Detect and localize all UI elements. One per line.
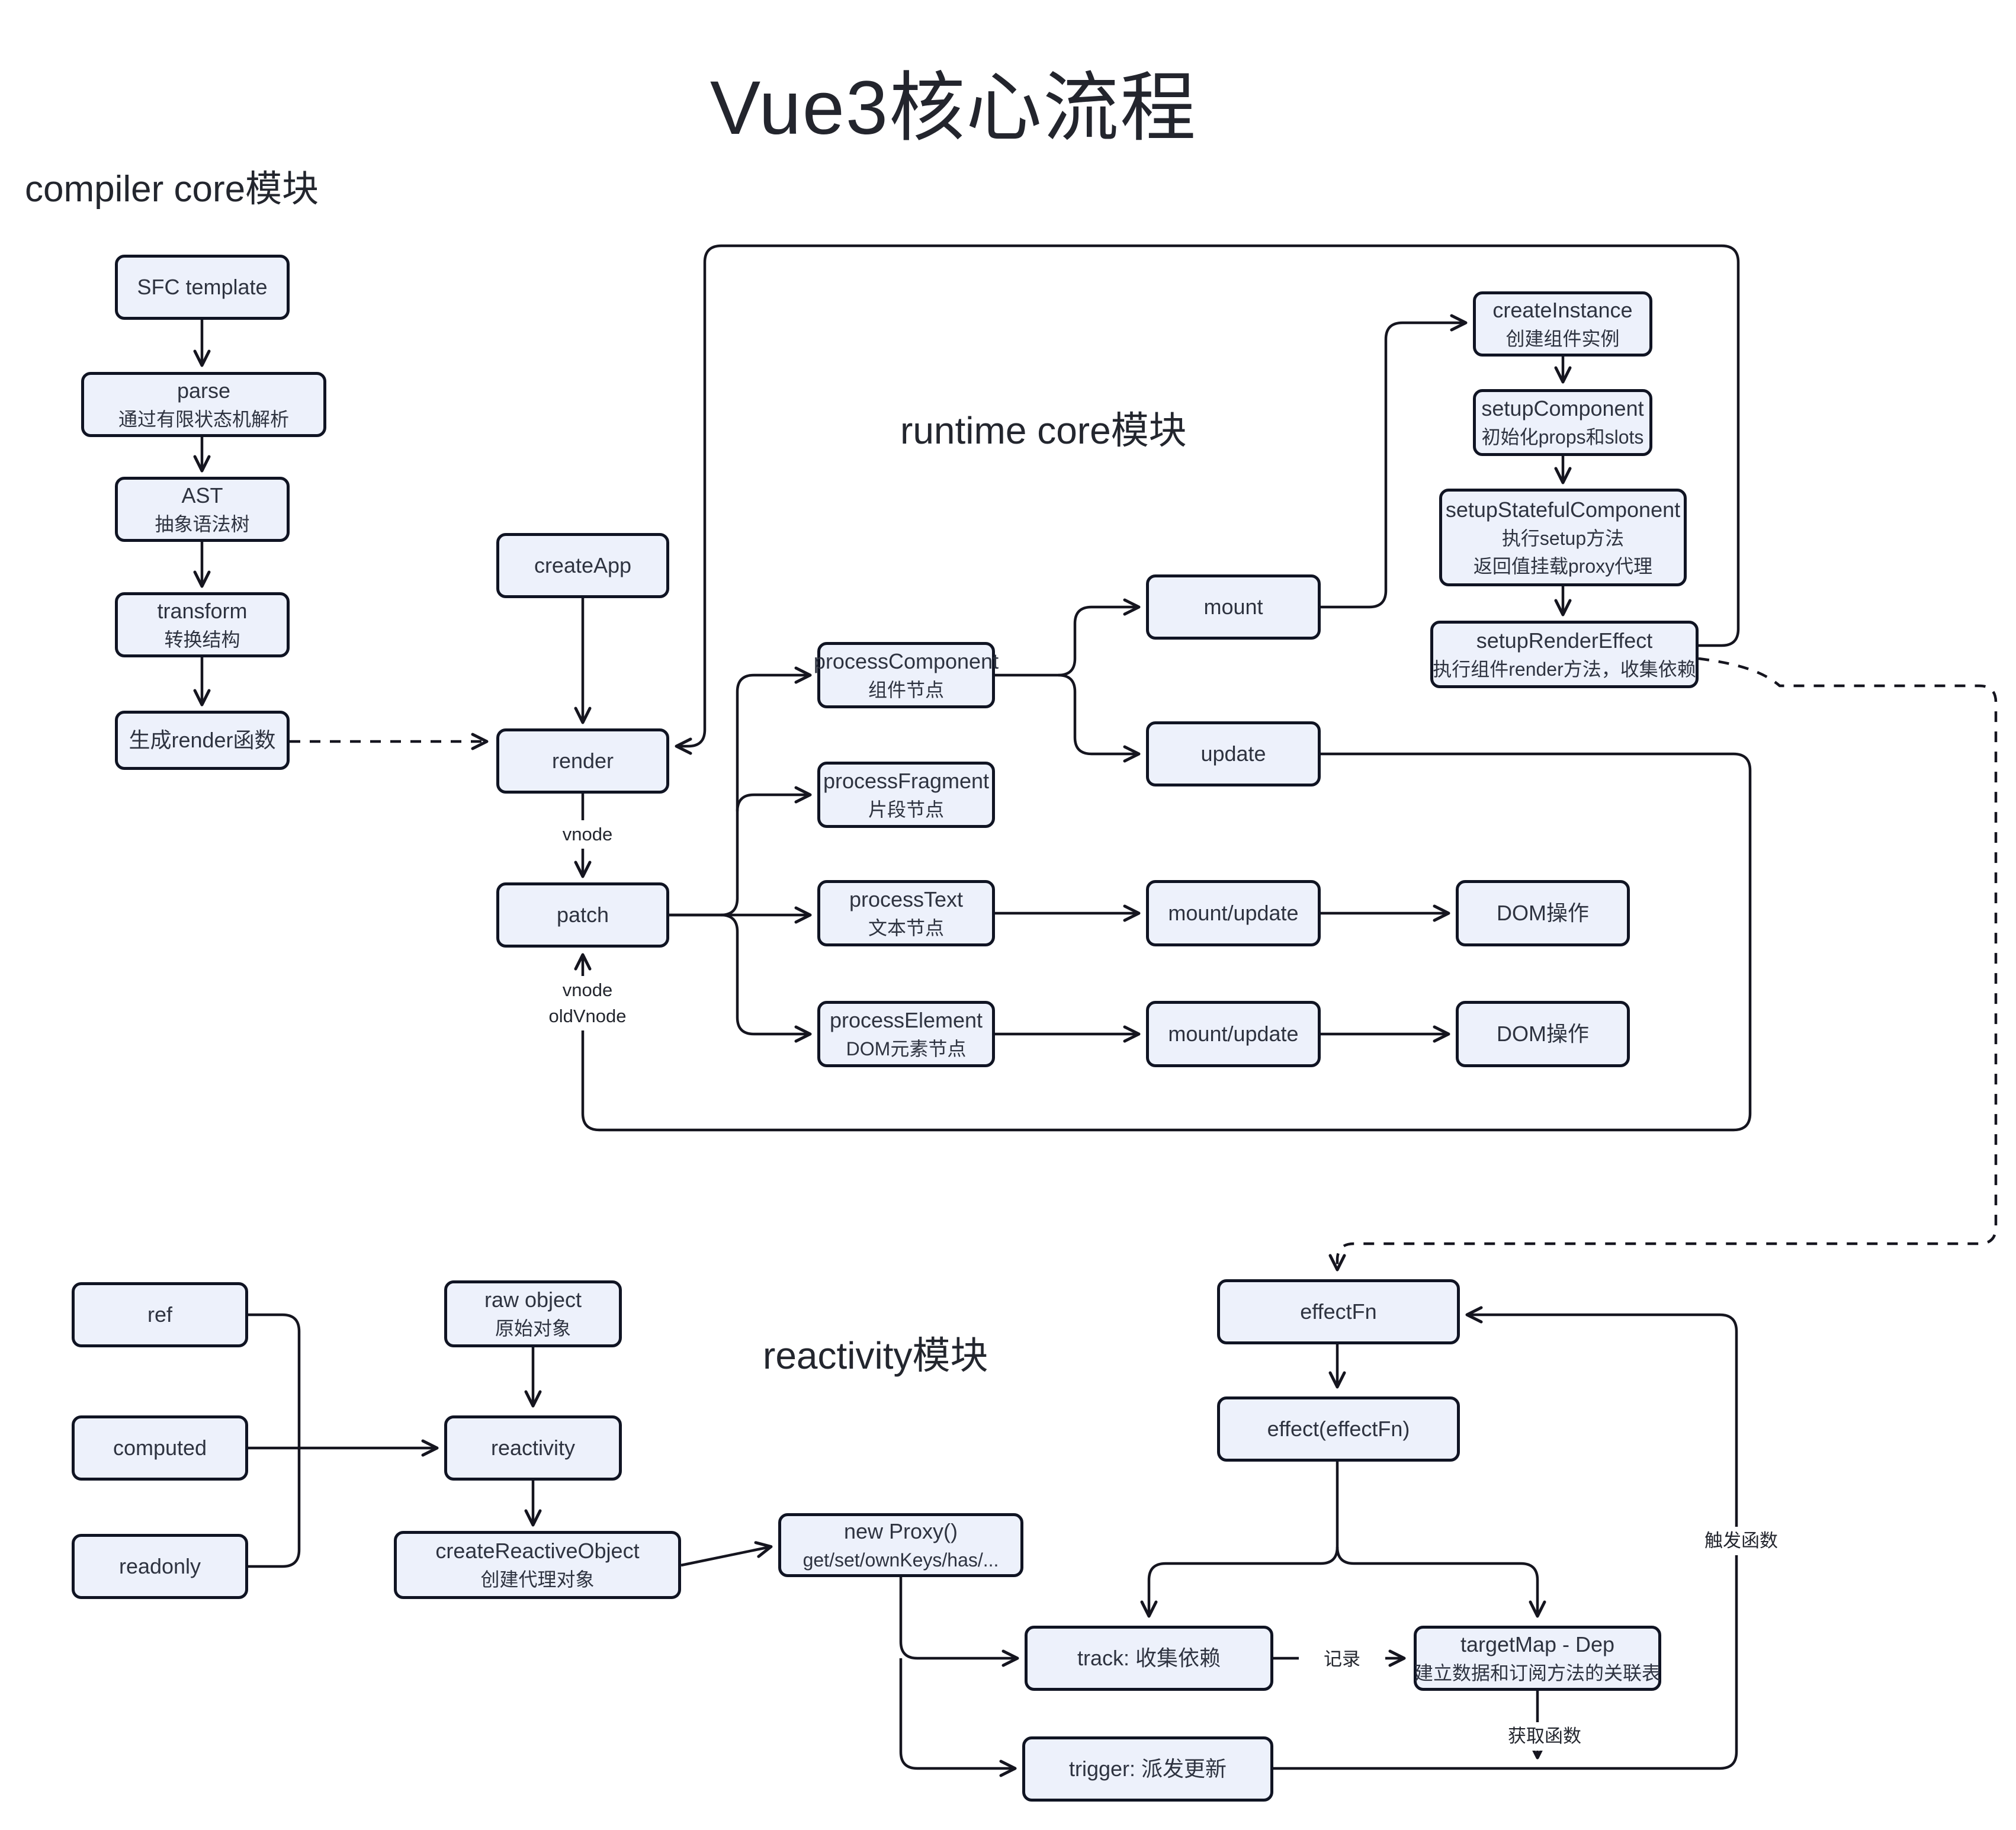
edge-label-vnode-old: oldVnode bbox=[548, 1006, 627, 1026]
dashed-edges bbox=[290, 657, 1998, 1272]
edge-effectcall-track bbox=[1140, 1462, 1339, 1618]
node-update: update bbox=[1146, 721, 1321, 786]
edge-createreactiveobject-newproxy bbox=[680, 1541, 773, 1567]
node-ast: AST 抽象语法树 bbox=[115, 477, 290, 542]
node-setup-render-effect: setupRenderEffect 执行组件render方法，收集依赖 bbox=[1430, 621, 1699, 688]
edge-label-trigger-fn: 触发函数 bbox=[1680, 1527, 1802, 1555]
edge-patch-processfragment bbox=[736, 786, 812, 812]
node-raw-object: raw object 原始对象 bbox=[444, 1280, 622, 1347]
node-ref: ref bbox=[72, 1282, 248, 1347]
node-trigger: trigger: 派发更新 bbox=[1022, 1736, 1273, 1802]
node-mount-update-element: mount/update bbox=[1146, 1001, 1321, 1067]
node-effect-fn: effectFn bbox=[1217, 1279, 1460, 1344]
node-effect-call: effect(effectFn) bbox=[1217, 1396, 1460, 1462]
section-label-reactivity: reactivity模块 bbox=[763, 1334, 988, 1377]
edge-label-vnode: vnode bbox=[535, 820, 640, 849]
node-target-map: targetMap - Dep 建立数据和订阅方法的关联表 bbox=[1414, 1626, 1661, 1691]
node-setup-component: setupComponent 初始化props和slots bbox=[1473, 389, 1652, 456]
node-reactivity: reactivity bbox=[444, 1415, 622, 1481]
node-readonly: readonly bbox=[72, 1534, 248, 1599]
edge-setuprendereffect-render-loop bbox=[675, 244, 1740, 755]
edge-update-patch-loop bbox=[574, 752, 1752, 1132]
edge-trigger-effectfn-loop bbox=[1273, 1306, 1738, 1770]
node-dom-op-element: DOM操作 bbox=[1456, 1001, 1630, 1067]
section-label-compiler-core: compiler core模块 bbox=[25, 169, 319, 210]
node-process-component: processComponent 组件节点 bbox=[814, 642, 999, 708]
node-gen-render: 生成render函数 bbox=[115, 711, 290, 770]
edge-label-vnode-oldvnode: vnode oldVnode bbox=[524, 976, 651, 1030]
edge-setuprendereffect-effectfn-dashed bbox=[1328, 657, 1998, 1272]
edge-newproxy-trigger bbox=[899, 1658, 1017, 1777]
edge-effectcall-targetmap bbox=[1336, 1546, 1546, 1618]
section-label-runtime-core: runtime core模块 bbox=[900, 409, 1187, 452]
edge-label-vnode-new: vnode bbox=[562, 980, 613, 1000]
node-track: track: 收集依赖 bbox=[1025, 1626, 1273, 1691]
node-createapp: createApp bbox=[496, 533, 669, 598]
edge-patch-processelement bbox=[720, 913, 812, 1043]
node-new-proxy: new Proxy() get/set/ownKeys/has/... bbox=[778, 1513, 1023, 1577]
edge-label-record: 记录 bbox=[1299, 1645, 1385, 1674]
node-mount: mount bbox=[1146, 574, 1321, 640]
edge-ref-merge bbox=[248, 1313, 301, 1448]
node-transform: transform 转换结构 bbox=[115, 592, 290, 657]
node-process-fragment: processFragment 片段节点 bbox=[817, 762, 995, 828]
node-sfc-template: SFC template bbox=[115, 255, 290, 320]
node-process-element: processElement DOM元素节点 bbox=[817, 1001, 995, 1067]
edge-mount-createinstance bbox=[1321, 314, 1468, 609]
node-dom-op-text: DOM操作 bbox=[1456, 880, 1630, 946]
page-title: Vue3核心流程 bbox=[710, 66, 1198, 150]
node-create-instance: createInstance 创建组件实例 bbox=[1473, 291, 1652, 357]
edge-readonly-merge bbox=[248, 1448, 301, 1568]
node-patch: patch bbox=[496, 882, 669, 948]
node-parse: parse 通过有限状态机解析 bbox=[81, 372, 326, 437]
node-mount-update-text: mount/update bbox=[1146, 880, 1321, 946]
solid-edges bbox=[193, 244, 1752, 1777]
edge-processcomponent-mount bbox=[995, 598, 1141, 677]
node-process-text: processText 文本节点 bbox=[817, 880, 995, 946]
node-create-reactive-object: createReactiveObject 创建代理对象 bbox=[394, 1531, 681, 1599]
edge-label-get-fn: 获取函数 bbox=[1484, 1722, 1606, 1751]
node-setup-stateful-component: setupStatefulComponent 执行setup方法 返回值挂载pr… bbox=[1439, 489, 1687, 586]
node-render: render bbox=[496, 728, 669, 794]
edge-processcomponent-update bbox=[1058, 673, 1141, 763]
node-computed: computed bbox=[72, 1415, 248, 1481]
edge-newproxy-track bbox=[899, 1575, 1019, 1667]
